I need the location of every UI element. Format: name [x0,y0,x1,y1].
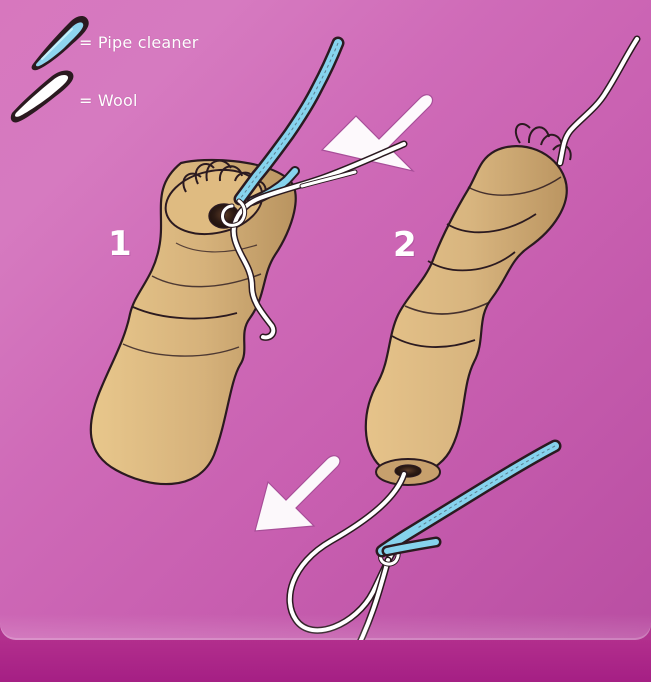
wooden-peg-step-2 [366,124,571,485]
insert-arrow-icon [322,95,433,171]
instruction-panel: = Pipe cleaner = Wool [0,0,651,640]
step-number-1: 1 [108,224,132,264]
craft-illustration [0,0,651,640]
footer-band [0,640,651,682]
pull-arrow-icon [255,456,340,531]
step-number-2: 2 [393,225,417,265]
